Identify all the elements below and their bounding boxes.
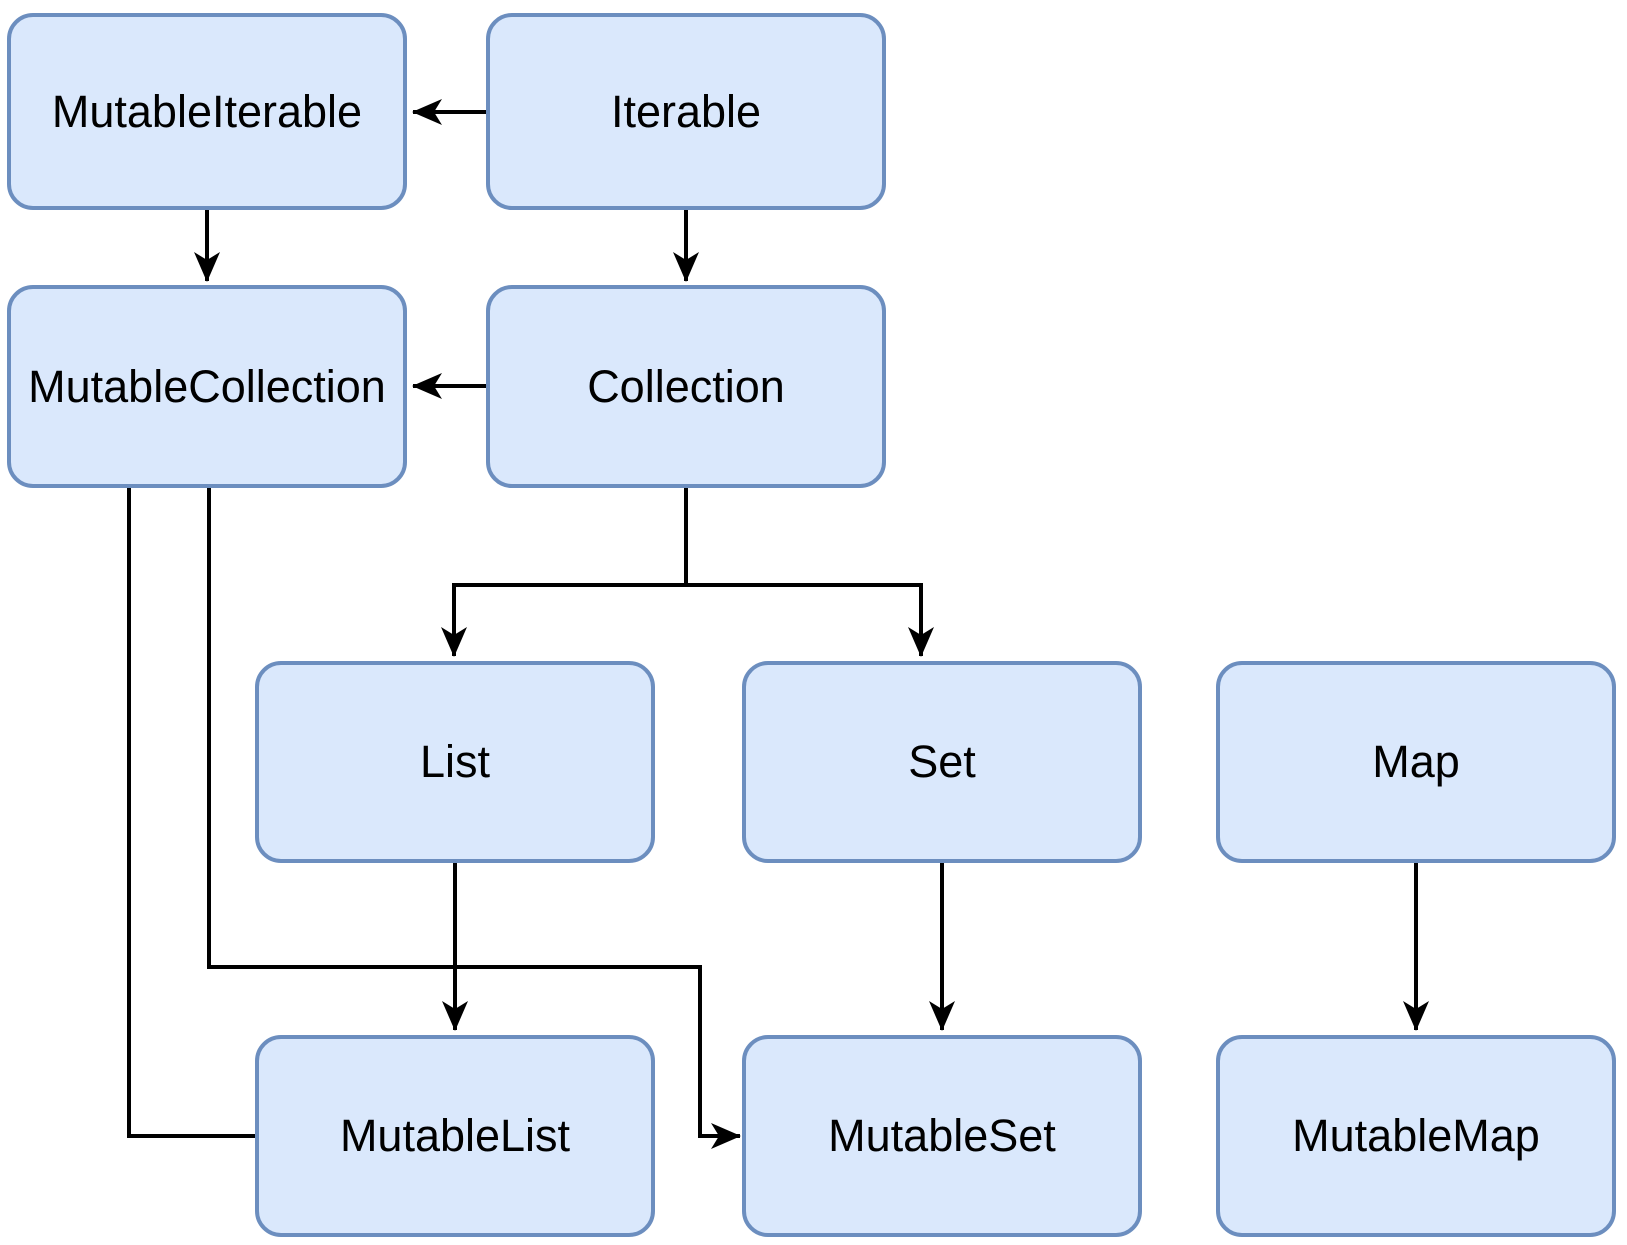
edge-mutablecollection-to-mutablelist <box>127 488 257 1138</box>
node-mutablelist: MutableList <box>255 1035 655 1237</box>
node-iterable: Iterable <box>486 13 886 210</box>
node-list: List <box>255 661 655 863</box>
node-set: Set <box>742 661 1142 863</box>
edge-mutablecollection-to-mutableset <box>207 488 741 1149</box>
node-mutablecollection: MutableCollection <box>7 285 407 488</box>
node-mutableset: MutableSet <box>742 1035 1142 1237</box>
node-map: Map <box>1216 661 1616 863</box>
node-mutablemap: MutableMap <box>1216 1035 1616 1237</box>
node-collection: Collection <box>486 285 886 488</box>
node-mutableiterable: MutableIterable <box>7 13 407 210</box>
